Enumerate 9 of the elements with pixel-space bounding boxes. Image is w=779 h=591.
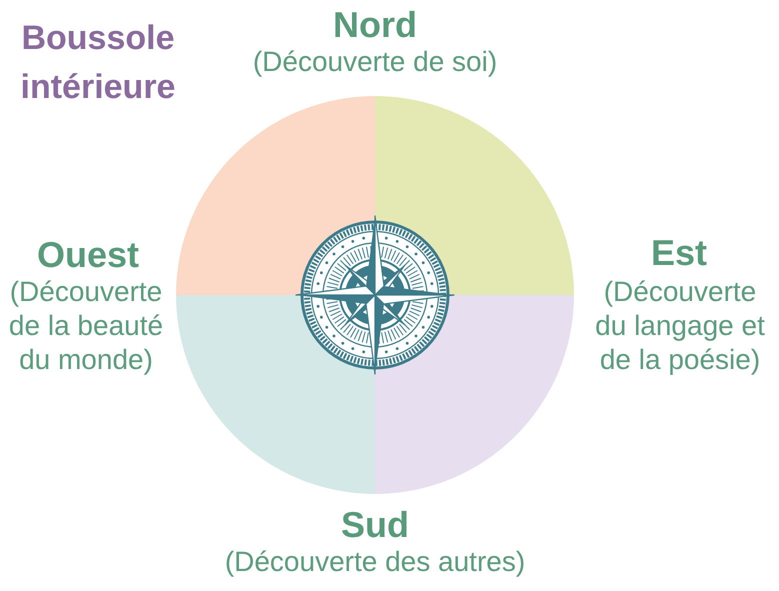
direction-description: (Découverte des autres) (224, 545, 526, 579)
direction-description: (Découverte du langage et de la poésie) (594, 275, 766, 377)
direction-description: (Découverte de soi) (252, 45, 498, 79)
direction-heading: Ouest (36, 235, 140, 275)
direction-description: (Découverte de la beauté du monde) (8, 275, 164, 377)
diagram-title: Boussole intérieure (20, 18, 176, 108)
direction-heading: Sud (340, 505, 410, 545)
direction-heading: Nord (332, 5, 418, 45)
direction-heading: Est (650, 233, 708, 273)
